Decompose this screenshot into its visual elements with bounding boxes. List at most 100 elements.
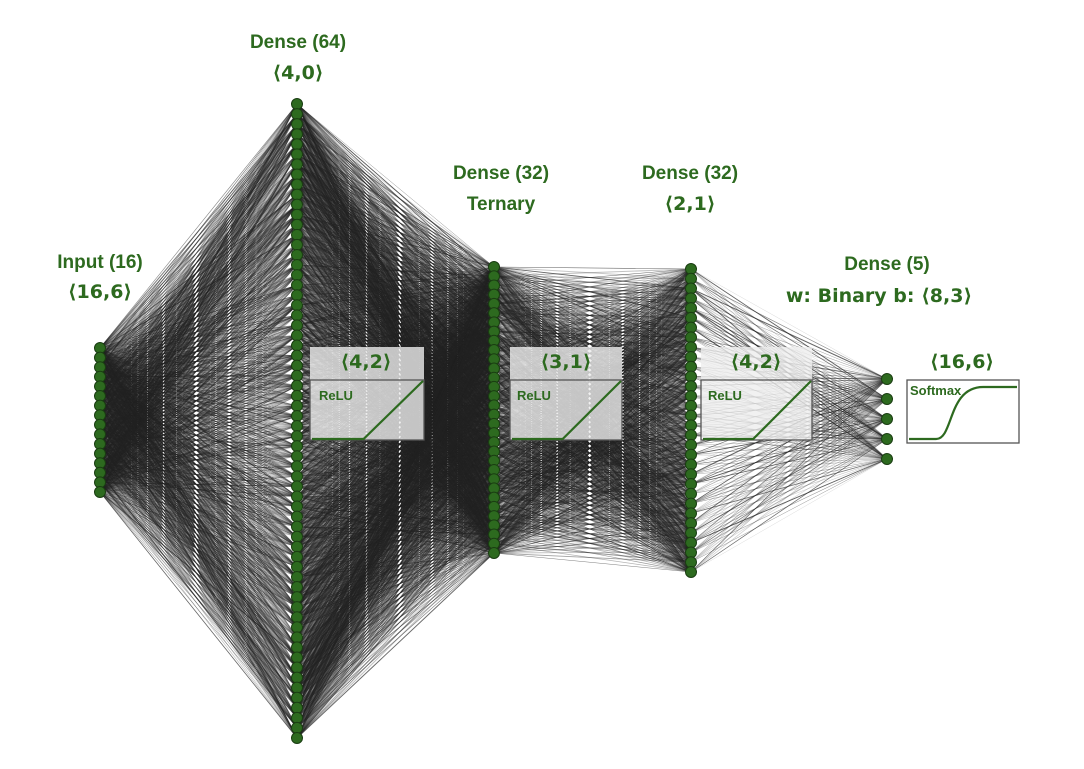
- edge-0-14-8: [99, 184, 298, 483]
- neuron-dense-64-2: [291, 118, 303, 131]
- edge-1-13-0: [296, 234, 495, 268]
- layer-subtitle-dense-32-ternary: Ternary: [467, 194, 536, 215]
- edge-1-8-10: [296, 184, 495, 360]
- neuron-dense-64-37: [291, 470, 303, 483]
- edge-0-1-4: [99, 144, 298, 358]
- neuron-dense-64-34: [291, 440, 303, 453]
- edge-0-11-1: [99, 113, 298, 454]
- edge-0-11-3: [99, 133, 298, 454]
- edge-0-11-62: [99, 453, 298, 729]
- neuron-dense-64-10: [291, 198, 303, 211]
- edge-1-20-0: [296, 266, 495, 306]
- neuron-dense-64-4: [291, 138, 303, 151]
- edge-0-15-29: [99, 395, 298, 493]
- edge-0-12-42: [99, 462, 298, 528]
- edge-1-0-2: [296, 103, 495, 286]
- neuron-dense-64-48: [291, 581, 303, 594]
- neuron-dense-64-28: [291, 379, 303, 392]
- edge-0-7-23: [99, 335, 298, 416]
- edge-1-7-4: [296, 174, 495, 305]
- edge-0-5-21: [99, 315, 298, 397]
- edge-0-15-22: [99, 325, 298, 493]
- neuron-dense-64-46: [291, 560, 303, 573]
- edge-0-1-9: [99, 194, 298, 358]
- neuron-dense-64-11: [291, 208, 303, 221]
- activation-name-1: ReLU: [319, 388, 353, 403]
- edge-1-9-5: [296, 194, 495, 314]
- edge-0-15-20: [99, 304, 298, 493]
- edge-1-2-1: [296, 123, 495, 277]
- edge-0-3-37: [99, 376, 298, 477]
- edge-0-7-0: [99, 103, 298, 416]
- edge-1-7-0: [296, 174, 495, 268]
- edge-0-15-35: [99, 455, 298, 493]
- edge-0-9-0: [99, 103, 298, 435]
- edge-0-15-34: [99, 445, 298, 493]
- edge-1-19-2: [296, 284, 495, 296]
- edge-0-3-19: [99, 294, 298, 378]
- edge-1-18-1: [296, 275, 495, 286]
- edge-0-14-39: [99, 481, 298, 497]
- edge-0-12-60: [99, 463, 298, 708]
- edge-1-20-5: [296, 304, 495, 314]
- edge-1-4-0: [296, 143, 495, 268]
- edge-0-15-61: [99, 491, 298, 719]
- edge-0-15-26: [99, 365, 298, 493]
- neuron-dense-64-6: [291, 158, 303, 171]
- edge-0-11-7: [99, 174, 298, 454]
- neuron-dense-64-61: [291, 711, 303, 724]
- edge-0-13-0: [99, 103, 298, 474]
- edge-0-9-36: [99, 434, 298, 467]
- edge-0-13-49: [99, 472, 298, 598]
- edge-0-15-60: [99, 491, 298, 709]
- edge-0-15-53: [99, 491, 298, 638]
- activation-quant-4: ⟨16,6⟩: [930, 351, 994, 373]
- edge-0-12-29: [99, 395, 298, 464]
- layer-subtitle-input: ⟨16,6⟩: [68, 281, 132, 303]
- edge-1-14-4: [296, 244, 495, 305]
- edge-1-14-0: [296, 244, 495, 268]
- layer-title-dense-32-ternary: Dense (32): [453, 163, 549, 184]
- edge-0-13-31: [99, 415, 298, 474]
- layer-subtitle-dense-5: w: Binary b: ⟨8,3⟩: [786, 285, 972, 307]
- edge-1-5-1: [296, 153, 495, 277]
- edge-0-14-4: [99, 144, 298, 483]
- neuron-dense-64-56: [291, 661, 303, 674]
- edge-0-12-48: [99, 462, 298, 588]
- edge-0-8-2: [99, 123, 298, 426]
- activation-quant-1: ⟨4,2⟩: [340, 351, 391, 373]
- neuron-dense-64-42: [291, 520, 303, 533]
- edge-0-15-49: [99, 491, 298, 598]
- edge-0-7-11: [99, 214, 298, 416]
- edge-1-11-0: [296, 214, 495, 268]
- layer-title-input: Input (16): [57, 252, 143, 273]
- edge-1-20-1: [296, 275, 495, 306]
- edge-0-4-1: [99, 113, 298, 387]
- edge-1-5-2: [296, 154, 495, 286]
- neuron-dense-64-25: [291, 349, 303, 362]
- edge-1-6-3: [296, 164, 495, 295]
- edge-0-14-17: [99, 274, 298, 483]
- edge-1-6-0: [296, 164, 495, 268]
- edge-0-15-19: [99, 294, 298, 493]
- neuron-dense-64-3: [291, 128, 303, 141]
- edge-0-1-22: [99, 324, 298, 359]
- neuron-dense-64-22: [291, 319, 303, 332]
- neuron-dense-64-30: [291, 399, 303, 412]
- layer-title-dense-64: Dense (64): [250, 32, 346, 53]
- neuron-dense-64-58: [291, 681, 303, 694]
- edge-0-7-3: [99, 133, 298, 416]
- edge-0-11-41: [99, 453, 298, 517]
- activation-quant-2: ⟨3,1⟩: [540, 351, 591, 373]
- edge-0-4-0: [99, 103, 298, 387]
- edge-1-5-4: [296, 153, 495, 305]
- edge-0-0-17: [99, 274, 298, 349]
- neuron-input-15: [94, 486, 106, 498]
- edge-1-12-6: [296, 224, 495, 323]
- edge-0-15-7: [99, 174, 298, 493]
- activation-name-4: Softmax: [910, 383, 962, 398]
- edge-1-18-0: [296, 266, 495, 286]
- neuron-dense-64-39: [291, 490, 303, 503]
- edge-0-15-36: [99, 465, 298, 493]
